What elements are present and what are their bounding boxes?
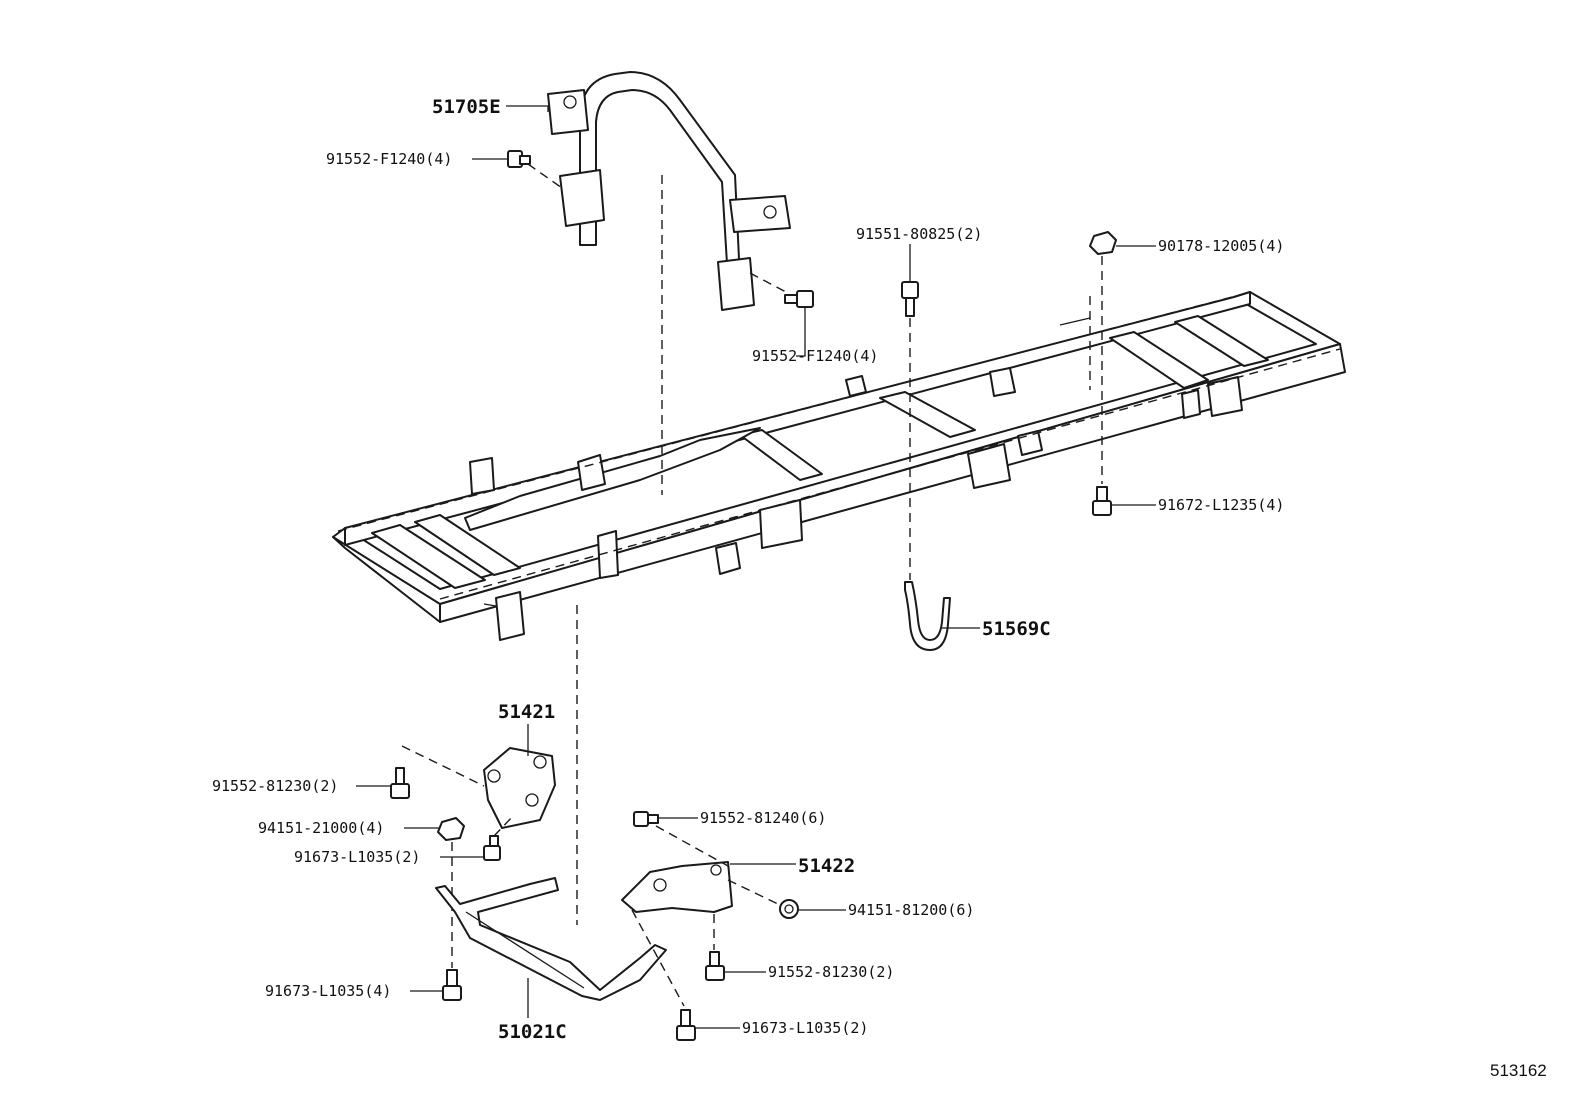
bolt-icon-91552-81230-upper: [390, 767, 410, 799]
label-51705E: 51705E: [432, 96, 501, 118]
label-51021C: 51021C: [498, 1021, 567, 1043]
nut-icon-94151-21000: [437, 817, 465, 841]
label-91672-L1235: 91672-L1235(4): [1158, 496, 1284, 514]
figure-reference-number: 513162: [1490, 1061, 1547, 1080]
bolt-icon-91552-81240: [633, 811, 659, 827]
bracket-51421: [483, 747, 556, 829]
label-91552-81230-upper: 91552-81230(2): [212, 777, 338, 795]
nut-icon-90178-12005: [1089, 231, 1117, 255]
frame-assembly: [332, 291, 1346, 641]
label-90178-12005: 90178-12005(4): [1158, 237, 1284, 255]
bolt-icon-91551-80825: [901, 281, 919, 317]
label-91673-L1035-left: 91673-L1035(4): [265, 982, 391, 1000]
label-91552-F1240-lower: 91552-F1240(4): [752, 347, 878, 365]
bolt-icon-91552-F1240-lower: [784, 290, 814, 308]
bracket-51422: [621, 861, 733, 913]
label-51422: 51422: [798, 855, 855, 877]
roll-bar-51705E: [547, 71, 791, 311]
label-51421: 51421: [498, 701, 555, 723]
bolt-icon-91673-L1035-upper: [483, 835, 501, 861]
crossmember-51021C: [435, 877, 667, 1001]
label-94151-21000: 94151-21000(4): [258, 819, 384, 837]
strap-51569C: [904, 581, 951, 651]
bolt-icon-91552-81230-lower: [705, 951, 725, 981]
nut-icon-94151-81200: [779, 899, 799, 919]
label-51569C: 51569C: [982, 618, 1051, 640]
label-91552-81240: 91552-81240(6): [700, 809, 826, 827]
label-91551-80825: 91551-80825(2): [856, 225, 982, 243]
leader-lines: [356, 105, 1156, 1029]
bolt-icon-91673-L1035-lower: [676, 1009, 696, 1041]
bolt-icon-91552-F1240-upper: [507, 150, 531, 168]
bolt-icon-91673-L1035-left: [442, 969, 462, 1001]
label-94151-81200: 94151-81200(6): [848, 901, 974, 919]
label-91673-L1035-upper: 91673-L1035(2): [294, 848, 420, 866]
bolt-icon-91672-L1235: [1092, 486, 1112, 516]
label-91552-F1240-upper: 91552-F1240(4): [326, 150, 452, 168]
label-91552-81230-lower: 91552-81230(2): [768, 963, 894, 981]
label-91673-L1035-lower: 91673-L1035(2): [742, 1019, 868, 1037]
